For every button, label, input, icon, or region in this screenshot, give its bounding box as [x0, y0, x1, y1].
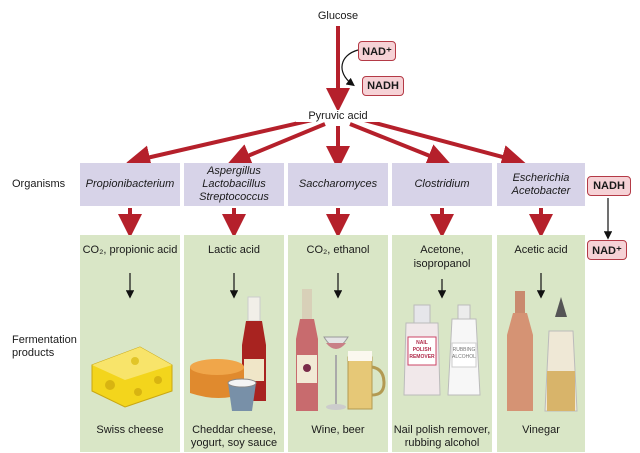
nad-plus-badge-side: NAD⁺	[587, 240, 627, 260]
product-food-3: Wine, beer	[311, 424, 365, 436]
product-chemical-1: CO₂, propionic acid	[82, 244, 178, 256]
swiss-cheese-illustration	[91, 273, 173, 408]
organism-box-2: Aspergillus Lactobacillus Streptococcus	[184, 163, 284, 206]
fermentation-products-row-label: Fermentation products	[12, 334, 77, 359]
branch-arrow-1	[126, 118, 313, 170]
product-column-5: Acetic acid Vinegar	[497, 235, 585, 452]
organism-box-1: Propionibacterium	[80, 163, 180, 206]
branch-arrow-4	[349, 122, 452, 167]
nail-polish-bottle-label: NAIL POLISH REMOVER	[409, 340, 435, 360]
acetone-alcohol-illustration	[403, 279, 481, 396]
cheddar-soy-illustration	[190, 273, 266, 411]
product-chemical-5: Acetic acid	[514, 244, 568, 256]
wine-beer-illustration	[296, 273, 386, 411]
product-column-2: Lactic acid Cheddar cheese, yogurt, soy …	[184, 235, 284, 452]
pyruvic-acid-label: Pyruvic acid	[296, 110, 380, 122]
product-food-2: Cheddar cheese, yogurt, soy sauce	[190, 424, 278, 449]
product-food-5: Vinegar	[522, 424, 560, 436]
product-chemical-3: CO₂, ethanol	[306, 244, 370, 256]
organism-box-4: Clostridium	[392, 163, 492, 206]
organism-box-3: Saccharomyces	[288, 163, 388, 206]
product-chemical-2: Lactic acid	[208, 244, 260, 256]
product-column-3: CO₂, ethanol Wine, beer	[288, 235, 388, 452]
product-food-4: Nail polish remover, rubbing alcohol	[393, 424, 491, 449]
branch-arrow-5	[363, 118, 526, 169]
product-food-1: Swiss cheese	[96, 424, 164, 436]
product-column-4: Acetone, isopropanol NAIL POLISH REMOVER…	[392, 235, 492, 452]
product-chemical-4: Acetone, isopropanol	[413, 244, 471, 270]
nad-to-nadh-arrow	[341, 49, 359, 87]
nadh-badge-top: NADH	[362, 76, 404, 96]
rubbing-alcohol-bottle-label: RUBBING ALCOHOL	[452, 347, 476, 360]
branch-arrow-2	[226, 122, 326, 167]
glucose-label: Glucose	[317, 10, 359, 22]
product-column-1: CO₂, propionic acid Swiss cheese	[80, 235, 180, 452]
organism-box-5: Escherichia Acetobacter	[497, 163, 585, 206]
nadh-badge-side: NADH	[587, 176, 631, 196]
nad-plus-badge-top: NAD⁺	[358, 41, 396, 61]
organisms-row-label: Organisms	[12, 178, 66, 190]
vinegar-illustration	[507, 273, 578, 412]
